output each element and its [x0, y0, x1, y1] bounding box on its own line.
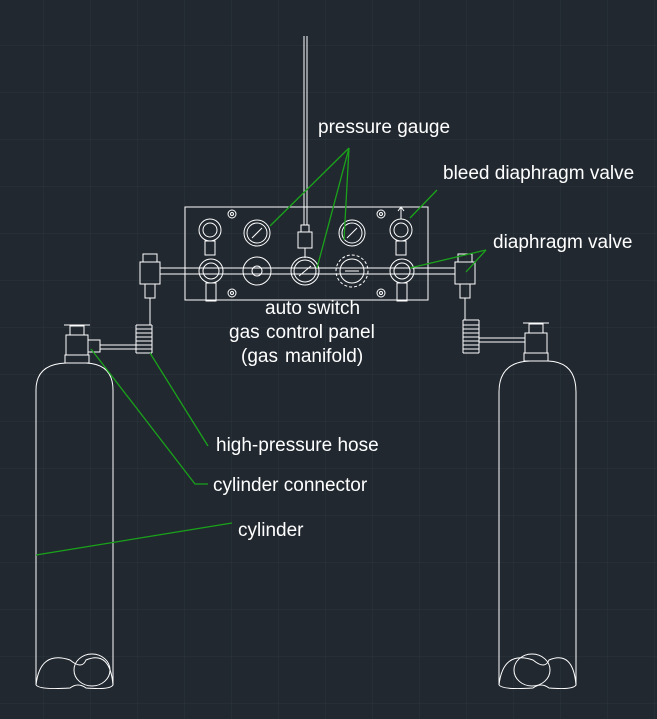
leader-lines	[35, 147, 487, 556]
leader-diaphragm-valve-1	[409, 249, 487, 269]
label-panel-line3-b: manifold)	[285, 346, 364, 367]
diaphragm-valve-icon	[198, 218, 222, 256]
leader-pressure-gauge-2	[316, 147, 350, 269]
leader-connector	[90, 348, 208, 485]
label-panel-line3-a: (gas	[241, 346, 278, 367]
left-high-pressure-hose	[100, 320, 153, 354]
control-panel	[160, 206, 455, 302]
leader-bleed-valve	[409, 189, 438, 219]
label-pressure-gauge: pressure gauge	[318, 117, 451, 138]
pressure-gauge-icon	[243, 219, 271, 247]
right-cylinder	[498, 360, 577, 690]
leader-pressure-gauge-1	[269, 147, 350, 227]
label-panel-line2-b: control panel	[266, 322, 375, 343]
leader-hose	[149, 352, 209, 447]
left-diaphragm-valve-icon	[139, 253, 161, 320]
right-high-pressure-hose	[462, 319, 525, 354]
bleed-valve-icon	[389, 206, 413, 256]
leader-cylinder	[35, 522, 233, 556]
label-cylinder: cylinder	[238, 520, 304, 541]
label-panel-line2-a: gas	[229, 322, 260, 343]
leader-pressure-gauge-3	[343, 147, 350, 241]
label-cylinder-connector: cylinder connector	[213, 475, 368, 496]
right-diaphragm-valve-icon	[454, 253, 476, 320]
label-diaphragm-valve: diaphragm valve	[493, 232, 633, 253]
relief-valve-icon	[297, 224, 313, 258]
vent-pipe	[303, 36, 308, 225]
label-high-pressure-hose: high-pressure hose	[216, 435, 379, 456]
regulator-icon	[242, 256, 272, 286]
leader-diaphragm-valve-2	[465, 249, 487, 273]
pressure-gauge-icon	[338, 219, 366, 247]
diaphragm-valve-icon	[198, 258, 224, 302]
mounting-nut-icon	[227, 209, 386, 298]
pressure-gauge-icon	[290, 256, 320, 286]
label-bleed-diaphragm-valve: bleed diaphragm valve	[443, 163, 635, 184]
left-cylinder-connector	[64, 324, 101, 364]
label-panel-line1: auto switch	[265, 298, 361, 319]
left-cylinder	[35, 362, 114, 690]
auto-switch-valve-icon	[335, 254, 369, 288]
diaphragm-valve-icon	[389, 258, 415, 302]
